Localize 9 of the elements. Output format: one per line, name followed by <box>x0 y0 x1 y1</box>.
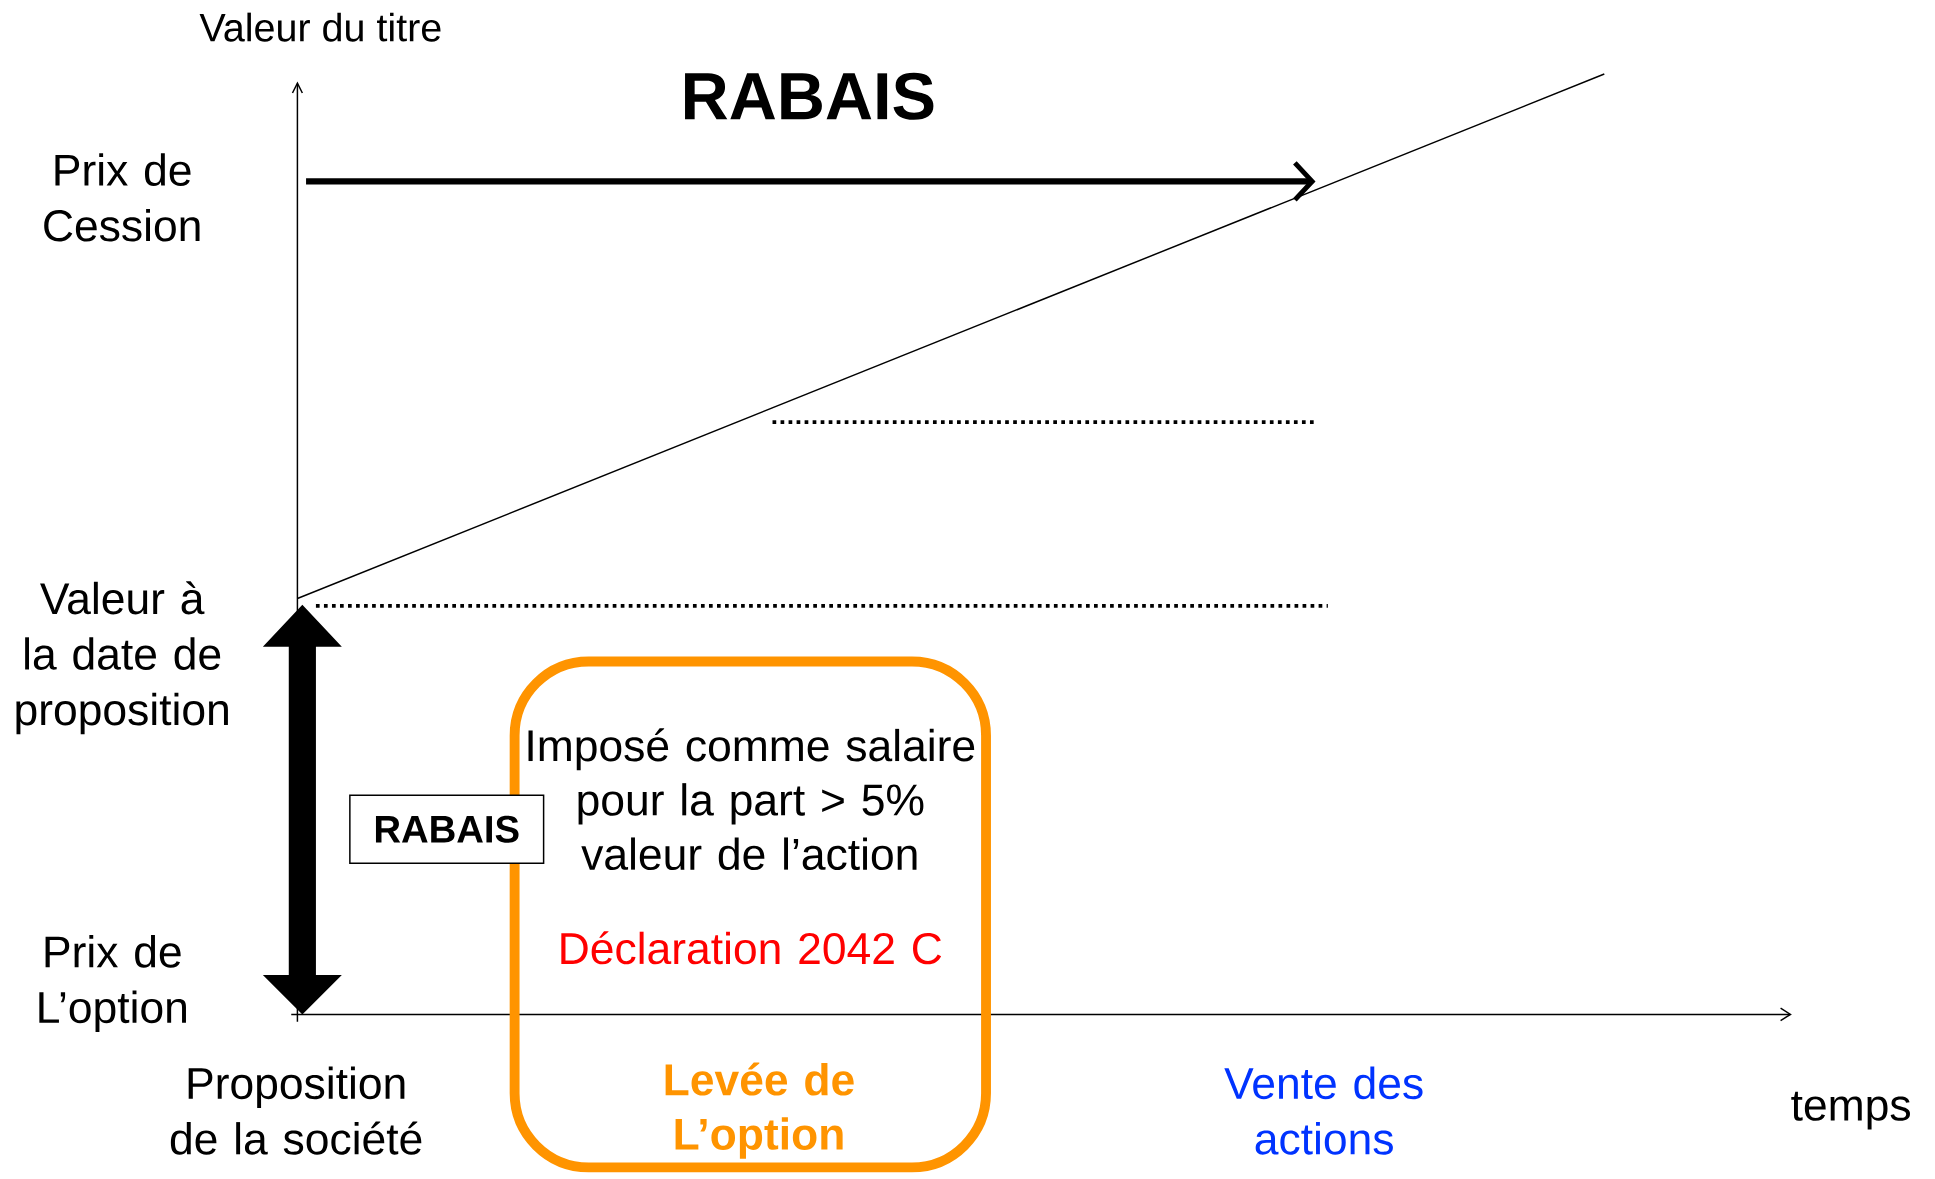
axis-label: Prix de L’option <box>39 935 186 1033</box>
axis-label: Prix de Cession <box>44 153 200 242</box>
axis-label: temps <box>1791 1091 1910 1130</box>
axis-label: Vente des actions <box>1224 1066 1423 1155</box>
axis-label: Proposition de la société <box>170 1066 422 1155</box>
axis-label: Valeur du titre <box>199 12 441 42</box>
label-box: RABAIS <box>349 794 545 865</box>
axis-label: Valeur à la date de proposition <box>16 581 228 735</box>
title: RABAIS <box>685 72 934 121</box>
